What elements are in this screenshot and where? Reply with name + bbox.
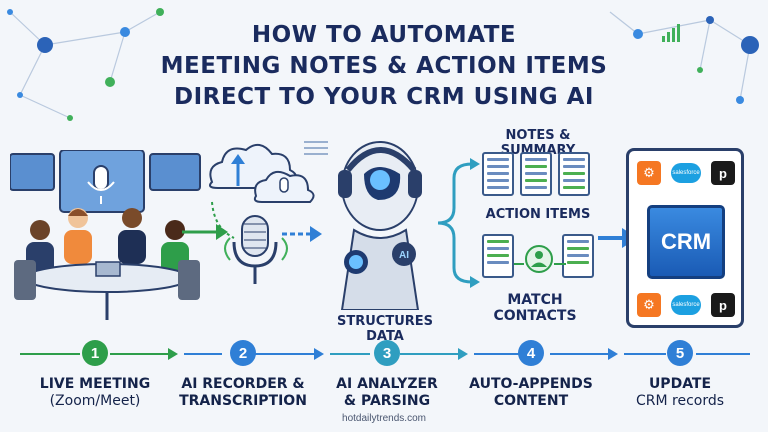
- title-line-1: HOW TO AUTOMATE: [0, 20, 768, 51]
- step-number-5: 5: [667, 340, 693, 366]
- brace-connector: [432, 148, 482, 298]
- pipedrive-logo: p: [711, 161, 735, 185]
- step-label-line-1: AUTO-APPENDS: [456, 376, 606, 393]
- step-label-line-1: UPDATE: [605, 376, 755, 393]
- match-contacts-line-1: MATCH: [480, 292, 590, 308]
- step-number-4: 4: [518, 340, 544, 366]
- action-item-document-1: [482, 234, 514, 278]
- notes-document-2: [520, 152, 552, 196]
- match-contacts-label: MATCH CONTACTS: [480, 292, 590, 324]
- match-contacts-line-2: CONTACTS: [480, 308, 590, 324]
- cloud-microphone-illustration: [200, 138, 335, 298]
- step-label-1: LIVE MEETING(Zoom/Meet): [20, 376, 170, 410]
- pipedrive-logo-bottom: p: [711, 293, 735, 317]
- step-label-2: AI RECORDER &TRANSCRIPTION: [168, 376, 318, 410]
- title-line-3: DIRECT TO YOUR CRM USING AI: [0, 82, 768, 113]
- match-connector: [514, 258, 568, 270]
- salesforce-logo: salesforce: [671, 163, 701, 183]
- step-label-line-2: TRANSCRIPTION: [168, 393, 318, 410]
- crm-block: CRM: [647, 205, 725, 279]
- ai-badge-text: AI: [399, 250, 409, 261]
- meeting-illustration: [10, 150, 205, 325]
- title-line-2: MEETING NOTES & ACTION ITEMS: [0, 51, 768, 82]
- step-label-line-2: CRM records: [605, 393, 755, 410]
- crm-frame: ⚙ salesforce p CRM ⚙ salesforce p: [626, 148, 744, 328]
- step-label-line-1: AI ANALYZER: [312, 376, 462, 393]
- step-label-3: AI ANALYZER& PARSING: [312, 376, 462, 410]
- ai-robot-illustration: AI: [318, 130, 438, 310]
- step-number-3: 3: [374, 340, 400, 366]
- action-item-document-2: [562, 234, 594, 278]
- hubspot-logo-icon-bottom: ⚙: [637, 293, 661, 317]
- step-number-1: 1: [82, 340, 108, 366]
- step-label-line-2: & PARSING: [312, 393, 462, 410]
- step-label-line-2: CONTENT: [456, 393, 606, 410]
- page-title: HOW TO AUTOMATE MEETING NOTES & ACTION I…: [0, 20, 768, 113]
- notes-document-1: [482, 152, 514, 196]
- hubspot-logo-icon: ⚙: [637, 161, 661, 185]
- step-label-line-1: AI RECORDER &: [168, 376, 318, 393]
- salesforce-logo-bottom: salesforce: [671, 295, 701, 315]
- action-items-label: ACTION ITEMS: [470, 207, 606, 222]
- notes-document-3: [558, 152, 590, 196]
- footer-credit: hotdailytrends.com: [0, 413, 768, 424]
- step-label-line-1: LIVE MEETING: [20, 376, 170, 393]
- step-number-2: 2: [230, 340, 256, 366]
- step-label-line-2: (Zoom/Meet): [20, 393, 170, 410]
